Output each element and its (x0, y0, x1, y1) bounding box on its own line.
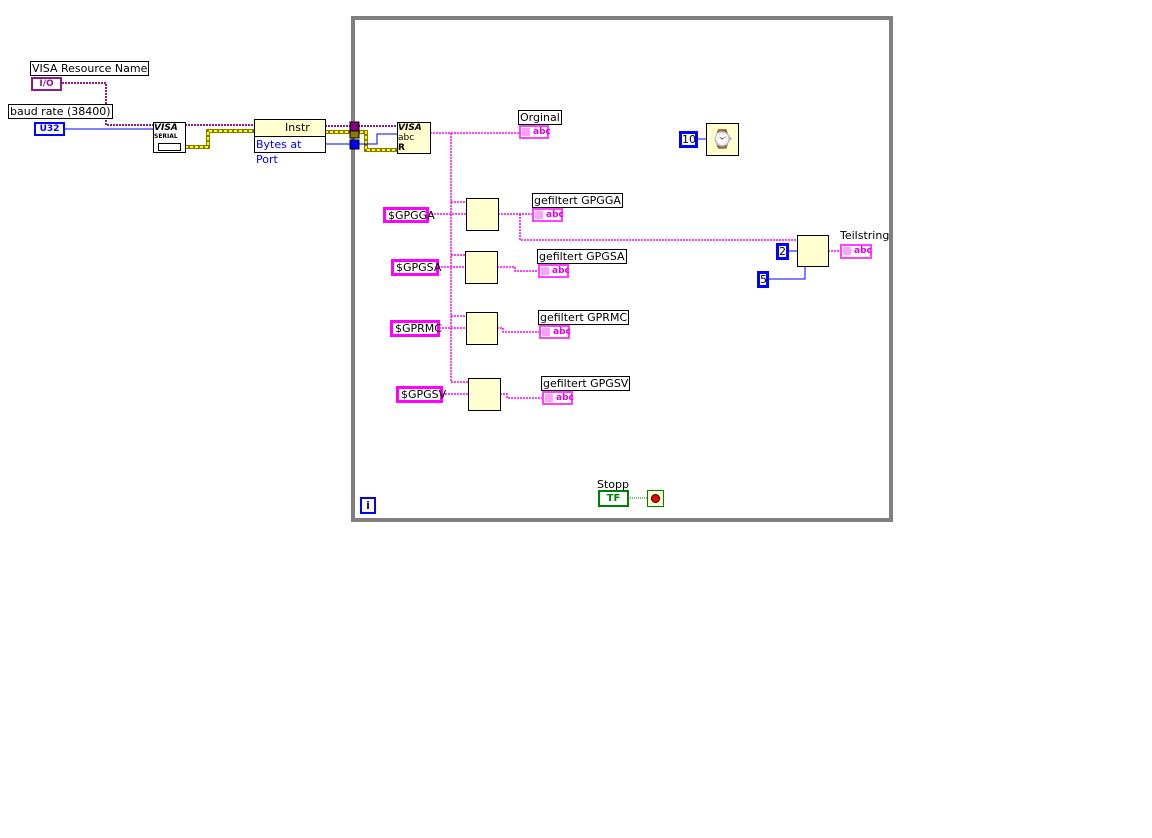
serial-port-icon (158, 143, 181, 151)
gpgga-indicator[interactable]: abc (532, 208, 564, 222)
orginal-label: Orginal (518, 110, 562, 125)
match-pattern-node-gpgga[interactable] (466, 198, 499, 231)
teilstring-label: Teilstring (840, 229, 890, 242)
while-loop-border (351, 16, 893, 522)
offset-constant[interactable]: 2 (776, 243, 789, 260)
baud-rate-label: baud rate (38400) (8, 104, 113, 119)
gpgsv-constant[interactable]: $GPGSV (396, 386, 446, 403)
gpgsv-indicator[interactable]: abc (542, 391, 574, 405)
visa-read-title: VISA (398, 123, 422, 133)
gpgsv-label: gefiltert GPGSV (541, 376, 631, 391)
iteration-terminal: i (360, 497, 376, 514)
watch-icon: ⌚ (711, 129, 734, 150)
gpgsa-constant[interactable]: $GPGSA (391, 259, 441, 276)
gprmc-indicator[interactable]: abc (539, 325, 571, 339)
visa-resource-control[interactable]: I/O (31, 77, 62, 91)
gprmc-constant[interactable]: $GPRMC (390, 320, 442, 337)
wait-ms-constant[interactable]: 10 (679, 131, 698, 148)
gprmc-label: gefiltert GPRMC (538, 310, 630, 325)
property-node[interactable]: Instr Bytes at Port (254, 119, 326, 166)
visa-read-sub: abc (398, 133, 415, 143)
visa-resource-label: VISA Resource Name (30, 61, 150, 76)
stopp-label: Stopp (597, 478, 629, 491)
string-subset-node[interactable] (797, 235, 829, 267)
stopp-control[interactable]: TF (598, 490, 629, 507)
baud-rate-control[interactable]: U32 (34, 122, 65, 136)
stop-icon (651, 494, 660, 503)
length-constant[interactable]: 5 (757, 271, 769, 288)
property-node-class: Instr (255, 120, 325, 137)
visa-read-node[interactable]: VISA abc R (397, 122, 431, 154)
property-bytes-at-port[interactable]: Bytes at Port (256, 138, 302, 166)
match-pattern-node-gpgsa[interactable] (465, 251, 498, 284)
wait-ms-node[interactable]: ⌚ (706, 123, 739, 156)
gpgga-label: gefiltert GPGGA (532, 193, 623, 208)
gpgsa-label: gefiltert GPGSA (537, 249, 627, 264)
visa-serial-sub: SERIAL (154, 133, 178, 140)
gpgsa-indicator[interactable]: abc (538, 264, 570, 278)
visa-serial-title: VISA (154, 123, 178, 133)
teilstring-indicator[interactable]: abc (840, 244, 872, 259)
stop-condition-terminal[interactable] (647, 490, 664, 507)
match-pattern-node-gpgsv[interactable] (468, 378, 501, 411)
visa-read-flag: R (398, 143, 405, 153)
match-pattern-node-gprmc[interactable] (466, 312, 498, 345)
orginal-indicator[interactable]: abc (519, 125, 551, 139)
visa-serial-node[interactable]: VISA SERIAL (153, 122, 186, 153)
gpgga-constant[interactable]: $GPGGA (383, 207, 435, 223)
